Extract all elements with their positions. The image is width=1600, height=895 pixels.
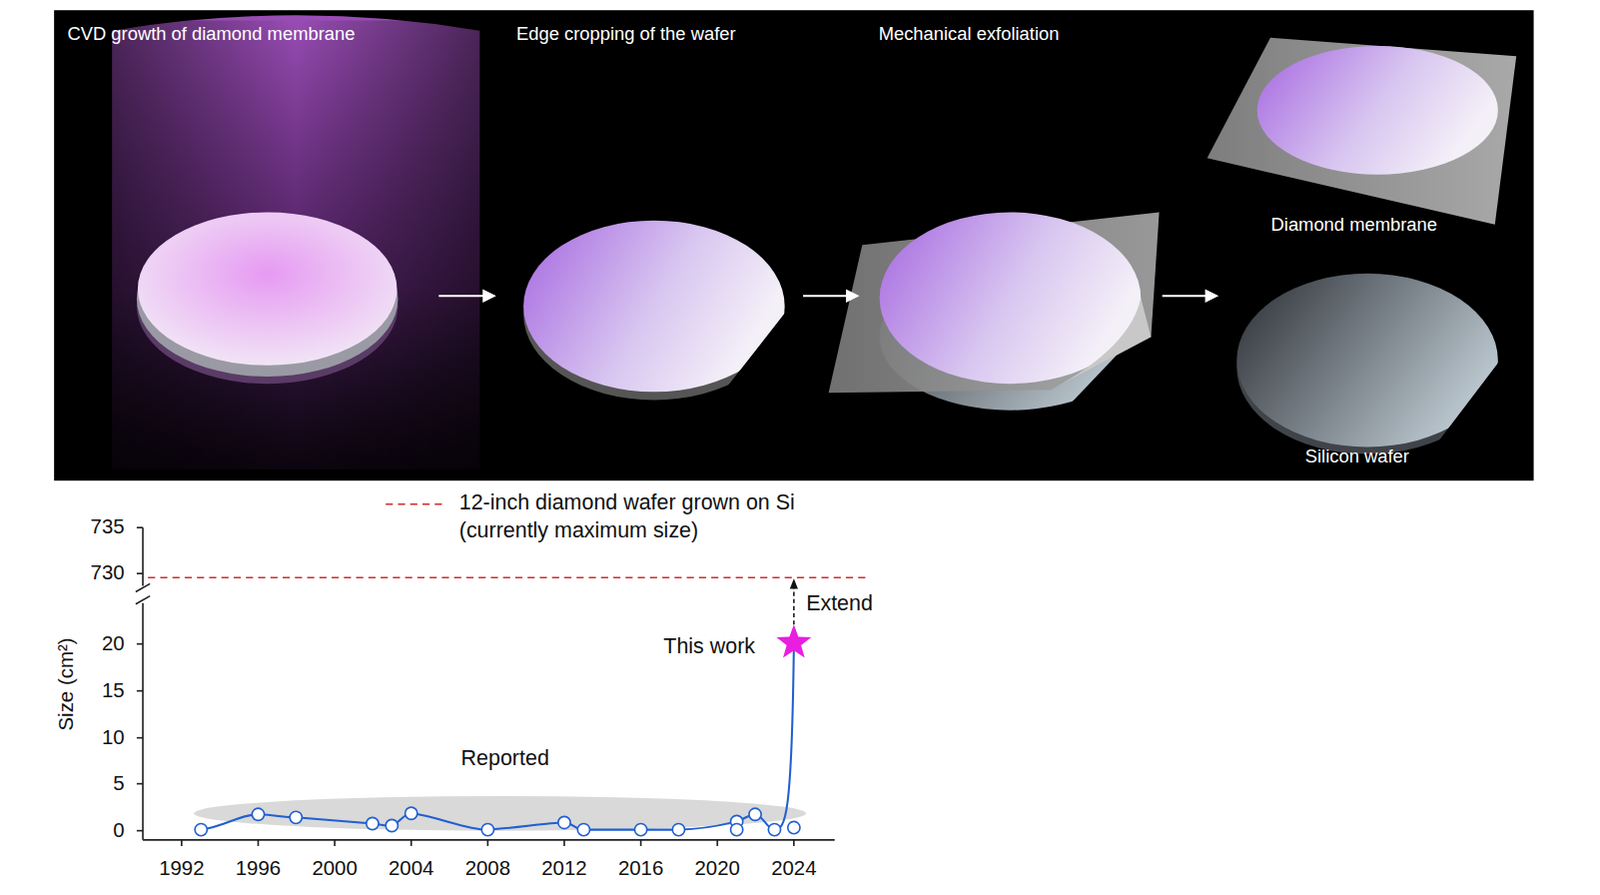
y-tick: 0 [112,818,124,843]
axis-title: Size (cm²) [55,637,80,731]
y-tick: 15 [101,679,125,704]
x-tick: 1996 [235,857,281,882]
y-tick: 20 [101,632,125,657]
x-tick: 2008 [465,857,511,882]
x-tick: 2016 [618,857,664,882]
y-tick: 5 [112,772,124,797]
x-tick: 2024 [771,857,816,882]
x-tick: 2012 [541,857,587,882]
annotation: Reported [461,746,550,772]
annotation: Extend [805,590,873,616]
step-label: CVD growth of diamond membrane [66,22,355,44]
x-tick: 1992 [158,857,204,882]
part-label: Silicon wafer [1305,445,1410,467]
part-label: Diamond membrane [1271,213,1438,235]
annotation: This work [663,633,756,659]
x-tick: 2020 [695,857,741,882]
step-label: Mechanical exfoliation [878,22,1060,44]
legend-text: 12-inch diamond wafer grown on Si (curre… [459,489,888,546]
legend-entry: 12-inch diamond wafer grown on Si (curre… [459,489,888,546]
y-tick: 730 [90,561,125,586]
x-tick: 2000 [311,857,357,882]
y-tick: 10 [101,726,125,751]
y-tick: 735 [90,515,125,540]
x-tick: 2004 [388,857,434,882]
step-label: Edge cropping of the wafer [516,22,737,44]
